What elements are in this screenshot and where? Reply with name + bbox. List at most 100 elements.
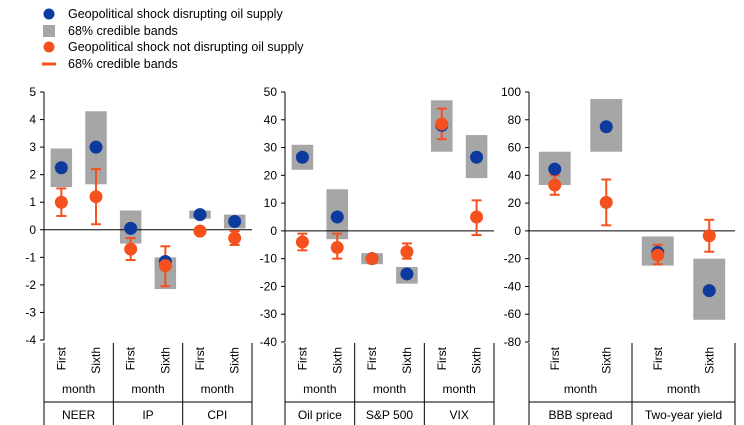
blue-dot-icon: [43, 8, 55, 20]
y-tick-label-p0: -1: [25, 250, 36, 264]
y-tick-label-p0: -4: [25, 333, 36, 347]
group-label-p1: Oil price: [298, 408, 342, 422]
period-label-p0: First: [124, 346, 138, 370]
period-label-p0: Sixth: [158, 347, 172, 374]
y-tick-label-p1: 20: [264, 168, 278, 182]
y-tick-label-p0: -2: [25, 278, 36, 292]
legend-item-not-disrupting: Geopolitical shock not disrupting oil su…: [30, 39, 350, 56]
point-disrupting-p0-2: [124, 221, 138, 235]
y-tick-label-p2: 20: [508, 196, 522, 210]
period-label-p2: Sixth: [599, 347, 613, 374]
y-tick-label-p2: -80: [504, 335, 522, 349]
y-tick-label-p1: 40: [264, 113, 278, 127]
point-not-disrupting-p1-2: [365, 252, 379, 266]
month-label-p0: month: [62, 382, 95, 396]
y-tick-label-p1: -20: [260, 279, 278, 293]
legend-label-not-disrupting: Geopolitical shock not disrupting oil su…: [68, 40, 304, 54]
point-disrupting-p2-3: [702, 284, 716, 298]
point-disrupting-p0-0: [54, 161, 68, 175]
y-tick-label-p1: 30: [264, 141, 278, 155]
y-tick-label-p0: 0: [29, 223, 36, 237]
month-label-p1: month: [442, 382, 475, 396]
point-not-disrupting-p0-3: [158, 259, 172, 273]
period-label-p2: First: [548, 346, 562, 370]
point-not-disrupting-p1-5: [470, 210, 484, 224]
period-label-p0: Sixth: [89, 347, 103, 374]
y-tick-label-p0: 5: [29, 85, 36, 99]
point-disrupting-p0-1: [89, 140, 103, 154]
period-label-p1: First: [295, 346, 309, 370]
orange-dot-icon: [43, 41, 55, 53]
y-tick-label-p0: -3: [25, 305, 36, 319]
period-label-p0: Sixth: [228, 347, 242, 374]
point-disrupting-p2-0: [548, 162, 562, 176]
point-not-disrupting-p0-4: [193, 224, 207, 238]
period-label-p1: First: [435, 346, 449, 370]
legend-item-disrupting: Geopolitical shock disrupting oil supply: [30, 6, 350, 23]
point-disrupting-p1-5: [470, 150, 484, 164]
month-label-p1: month: [303, 382, 336, 396]
point-not-disrupting-p0-0: [54, 195, 68, 209]
month-label-p2: month: [667, 382, 700, 396]
point-disrupting-p0-5: [228, 215, 242, 229]
month-label-p1: month: [373, 382, 406, 396]
group-label-p0: CPI: [207, 408, 227, 422]
period-label-p1: Sixth: [470, 347, 484, 374]
point-not-disrupting-p1-3: [400, 245, 414, 259]
y-tick-label-p2: 40: [508, 168, 522, 182]
point-not-disrupting-p2-3: [702, 229, 716, 243]
month-label-p2: month: [564, 382, 597, 396]
y-tick-label-p0: 1: [29, 195, 36, 209]
point-not-disrupting-p0-5: [228, 231, 242, 245]
y-tick-label-p2: 60: [508, 141, 522, 155]
y-tick-label-p0: 4: [29, 113, 36, 127]
month-label-p0: month: [131, 382, 164, 396]
point-not-disrupting-p0-2: [124, 242, 138, 256]
y-tick-label-p1: 10: [264, 196, 278, 210]
point-disrupting-p2-1: [599, 120, 613, 134]
point-not-disrupting-p2-0: [548, 178, 562, 192]
group-label-p2: BBB spread: [548, 408, 612, 422]
y-tick-label-p1: -10: [260, 252, 278, 266]
y-tick-label-p0: 2: [29, 168, 36, 182]
group-label-p0: IP: [142, 408, 153, 422]
y-tick-label-p2: 80: [508, 113, 522, 127]
period-label-p1: First: [365, 346, 379, 370]
legend-label-disrupting: Geopolitical shock disrupting oil supply: [68, 7, 283, 21]
point-not-disrupting-p2-1: [599, 195, 613, 209]
orange-bar-icon: [42, 62, 56, 65]
y-tick-label-p2: 100: [501, 85, 521, 99]
period-label-p2: Sixth: [702, 347, 716, 374]
point-disrupting-p1-0: [295, 150, 309, 164]
y-tick-label-p0: 3: [29, 140, 36, 154]
point-disrupting-p1-3: [400, 267, 414, 281]
point-not-disrupting-p1-1: [330, 241, 344, 255]
y-tick-label-p1: 0: [270, 224, 277, 238]
y-tick-label-p2: -40: [504, 279, 522, 293]
legend-item-grey-band: 68% credible bands: [30, 23, 350, 40]
y-tick-label-p2: -60: [504, 307, 522, 321]
y-tick-label-p1: -30: [260, 307, 278, 321]
y-tick-label-p1: 50: [264, 85, 278, 99]
grey-box-icon: [43, 24, 55, 37]
legend: Geopolitical shock disrupting oil supply…: [30, 6, 350, 72]
y-tick-label-p2: 0: [514, 224, 521, 238]
y-tick-label-p1: -40: [260, 335, 278, 349]
group-label-p1: S&P 500: [366, 408, 413, 422]
point-disrupting-p1-1: [330, 210, 344, 224]
point-not-disrupting-p2-2: [651, 248, 665, 262]
point-not-disrupting-p1-4: [435, 117, 449, 131]
period-label-p0: First: [54, 346, 68, 370]
period-label-p0: First: [193, 346, 207, 370]
legend-item-orange-band: 68% credible bands: [30, 56, 350, 73]
y-tick-label-p2: -20: [504, 252, 522, 266]
point-disrupting-p0-4: [193, 208, 207, 222]
period-label-p1: Sixth: [400, 347, 414, 374]
month-label-p0: month: [201, 382, 234, 396]
group-label-p2: Two-year yield: [645, 408, 722, 422]
legend-label-grey-band: 68% credible bands: [68, 23, 178, 38]
point-not-disrupting-p0-1: [89, 190, 103, 204]
legend-label-orange-band: 68% credible bands: [68, 56, 178, 71]
group-label-p1: VIX: [449, 408, 468, 422]
